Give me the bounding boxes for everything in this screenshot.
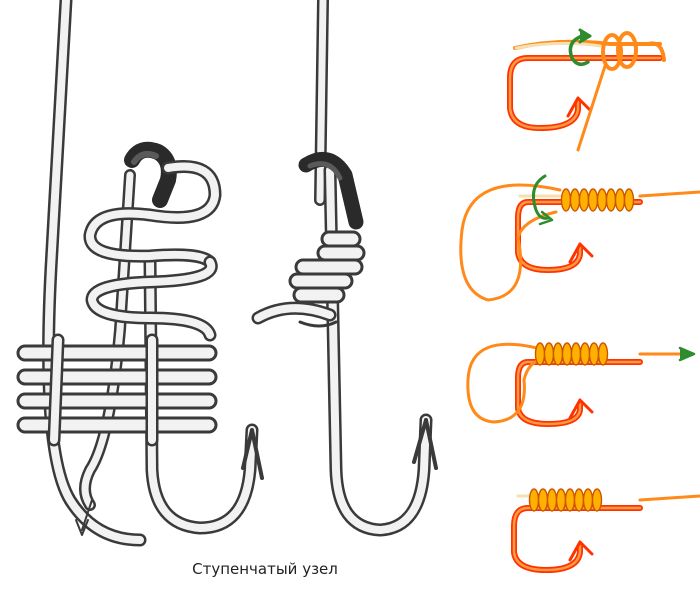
coil-wrap [560, 188, 572, 212]
coil-wrap [564, 488, 576, 512]
coil-wrap [543, 342, 555, 366]
coil-wrap [605, 188, 617, 212]
step-1-hook-point [566, 96, 592, 118]
step-3-diagram [466, 342, 696, 427]
coil-wrap [588, 342, 600, 366]
step-2-diagram [459, 174, 700, 302]
step-1-tail [576, 64, 607, 152]
step-2-wraps [560, 188, 635, 212]
right-knot-head [298, 151, 364, 230]
coil-wrap [555, 488, 567, 512]
step-1-hook [507, 55, 663, 131]
sketch-hook-right [251, 0, 438, 537]
step-1-loop-2 [616, 31, 638, 69]
coil-wrap [528, 488, 540, 512]
right-wraps [288, 230, 366, 304]
step-1-diagram [507, 28, 666, 152]
arrow-right-icon [678, 346, 696, 362]
coil-wrap [623, 188, 635, 212]
left-hook-barb [241, 428, 264, 480]
coil-wrap [597, 342, 609, 366]
step-4-diagram [511, 488, 700, 573]
left-tag-end-arrow [81, 499, 93, 531]
left-wrap-ladder [16, 344, 218, 434]
coil-wrap [587, 188, 599, 212]
coil-wrap [537, 488, 549, 512]
coil-wrap [579, 342, 591, 366]
coil-wrap [582, 488, 594, 512]
coil-wrap [591, 488, 603, 512]
step-3-wraps [534, 342, 609, 366]
coil-wrap [570, 342, 582, 366]
right-hook-bend [323, 163, 433, 537]
coil-wrap [561, 342, 573, 366]
coil-wrap [573, 488, 585, 512]
coil-wrap [534, 342, 546, 366]
coil-wrap [596, 188, 608, 212]
coil-wrap [569, 188, 581, 212]
right-hook-barb [412, 418, 438, 470]
coil-wrap [546, 488, 558, 512]
arrow-down-icon [75, 519, 89, 536]
coil-wrap [578, 188, 590, 212]
curved-arrow-icon [532, 174, 550, 220]
step-2-loop [459, 183, 562, 302]
step-1-loop-1 [601, 33, 623, 71]
step-3-loop [466, 342, 547, 424]
sketch-hook-left [16, 0, 264, 547]
curved-arrow-icon [568, 34, 590, 66]
coil-wrap [614, 188, 626, 212]
step-4-wraps [528, 488, 603, 512]
diagram-caption: Ступенчатый узел [192, 560, 338, 578]
coil-wrap [552, 342, 564, 366]
